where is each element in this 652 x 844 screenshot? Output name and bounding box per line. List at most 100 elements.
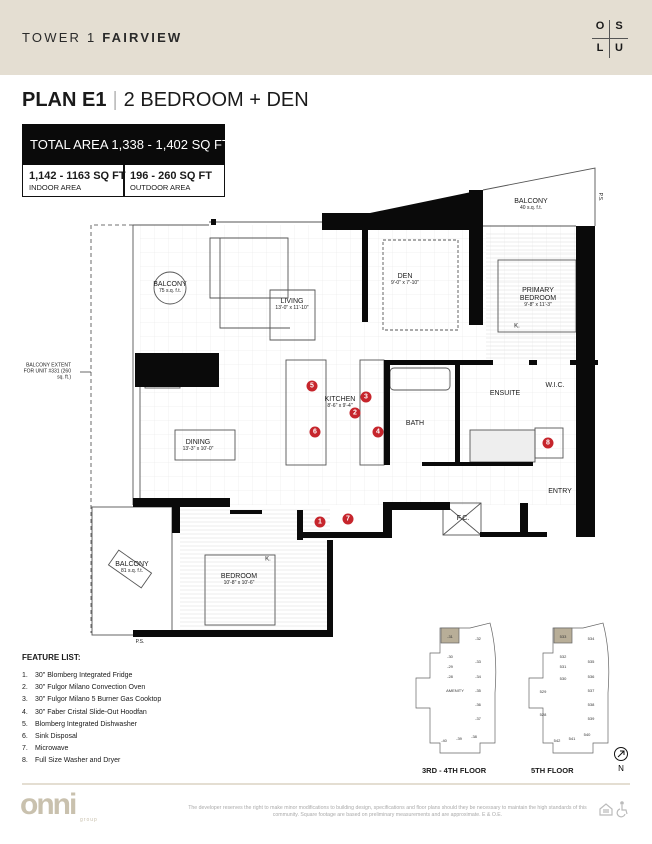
marker-hoodfan: 4 <box>372 426 384 438</box>
keyplan-highlight-unit <box>440 627 460 644</box>
keyplan-unit-label: -32 <box>475 636 482 641</box>
tower-name: TOWER 1 FAIRVIEW <box>22 30 183 45</box>
k-label: K. <box>265 556 271 563</box>
page-title: PLAN E1|2 BEDROOM + DEN <box>22 89 309 111</box>
balcony-extent-label: BALCONY EXTENT FOR UNIT #331 (260 sq. ft… <box>23 362 71 380</box>
keyplan-unit-label: -31 <box>447 634 454 639</box>
room-entry: ENTRY <box>548 487 572 495</box>
keyplan-unit-label: 539 <box>588 716 595 721</box>
keyplan-unit-label: -33 <box>475 659 482 664</box>
keyplan-unit-label: 542 <box>554 738 561 743</box>
header-band <box>0 0 652 75</box>
keyplan-unit-label: -34 <box>475 674 482 679</box>
dining-table <box>174 429 236 461</box>
primary-floor <box>486 232 578 360</box>
feature-item: 6.Sink Disposal <box>22 732 78 740</box>
marker-cooktop: 3 <box>360 391 372 403</box>
feature-item: 8.Full Size Washer and Dryer <box>22 757 121 765</box>
keyplan-unit-label: 533 <box>560 634 567 639</box>
footer-divider <box>22 783 630 785</box>
den-rug <box>382 239 459 331</box>
keyplan-unit-label: 530 <box>560 676 567 681</box>
keyplan-unit-label: 536 <box>588 674 595 679</box>
keyplan-label-3rd-4th: 3RD - 4TH FLOOR <box>422 766 487 775</box>
keyplan-unit-label: -37 <box>475 716 482 721</box>
oslu-logo: O S L U <box>592 20 628 58</box>
bedroom-bed <box>204 554 276 626</box>
feature-item: 4.30" Faber Cristal Slide-Out Hoodfan <box>22 708 147 716</box>
keyplan-unit-label: 529 <box>540 689 547 694</box>
keyplan-unit-label: 532 <box>560 654 567 659</box>
disclaimer: The developer reserves the right to make… <box>188 805 587 819</box>
feature-list: 1.30" Blomberg Integrated Fridge 2.30" F… <box>22 672 161 770</box>
accessibility-icon <box>616 801 628 818</box>
lounger <box>107 549 153 589</box>
marker-microwave: 7 <box>342 513 354 525</box>
keyplan-3rd-4th <box>415 622 497 754</box>
shower <box>469 429 536 463</box>
feature-item: 3.30" Fulgor Milano 5 Burner Gas Cooktop <box>22 696 162 704</box>
keyplan-unit-label: 528 <box>540 712 547 717</box>
ps-label: P.S. <box>135 639 145 646</box>
keyplan-unit-label: 541 <box>569 736 576 741</box>
fc-closet <box>442 502 482 536</box>
keyplan-unit-label: -28 <box>447 674 454 679</box>
balcony-extent-line <box>90 224 133 633</box>
feature-list-heading: FEATURE LIST: <box>22 653 81 662</box>
keyplan-unit-label: 538 <box>588 702 595 707</box>
keyplan-unit-label: 534 <box>588 636 595 641</box>
north-label: N <box>618 764 624 773</box>
room-bath: BATH <box>405 419 425 427</box>
marker-dishwasher: 5 <box>306 380 318 392</box>
keyplan-unit-label: 535 <box>588 659 595 664</box>
marker-washer-dryer: 8 <box>542 437 554 449</box>
k-label: K. <box>514 323 520 330</box>
keyplan-unit-label: 531 <box>560 664 567 669</box>
keyplan-unit-label: -36 <box>475 702 482 707</box>
keyplan-5th <box>528 622 610 754</box>
onni-logo: onni <box>20 788 77 821</box>
equal-housing-icon <box>599 803 613 816</box>
keyplan-unit-label: 537 <box>588 688 595 693</box>
keyplan-unit-label: 540 <box>584 732 591 737</box>
keyplan-unit-label: -38 <box>471 734 478 739</box>
total-area: TOTAL AREA 1,338 - 1,402 SQ FT <box>22 124 230 165</box>
keyplan-unit-label: -29 <box>447 664 454 669</box>
feature-item: 1.30" Blomberg Integrated Fridge <box>22 672 133 679</box>
room-wic: W.I.C. <box>545 381 565 389</box>
marker-oven: 2 <box>349 407 361 419</box>
feature-item: 7.Microwave <box>22 745 69 753</box>
kitchen-island <box>285 359 327 466</box>
marker-sink: 6 <box>309 426 321 438</box>
onni-logo-sub: group <box>80 817 98 823</box>
north-arrow-icon <box>614 747 628 761</box>
sofa <box>209 237 316 341</box>
keyplan-amenity: AMENITY <box>446 688 464 693</box>
keyplan-label-5th: 5TH FLOOR <box>531 766 574 775</box>
washer-dryer <box>534 427 564 459</box>
feature-item: 5.Blomberg Integrated Dishwasher <box>22 720 137 728</box>
room-fc: F.C. <box>456 514 470 522</box>
keyplan-unit-label: -35 <box>475 688 482 693</box>
room-ensuite: ENSUITE <box>489 389 521 397</box>
walls <box>133 190 598 637</box>
feature-item: 2.30" Fulgor Milano Convection Oven <box>22 684 146 692</box>
balcony-table <box>153 271 187 305</box>
keyplan-unit-label: -40 <box>441 738 448 743</box>
marker-fridge: 1 <box>314 516 326 528</box>
keyplan-highlight-unit <box>553 627 573 644</box>
keyplan-unit-label: -39 <box>456 736 463 741</box>
